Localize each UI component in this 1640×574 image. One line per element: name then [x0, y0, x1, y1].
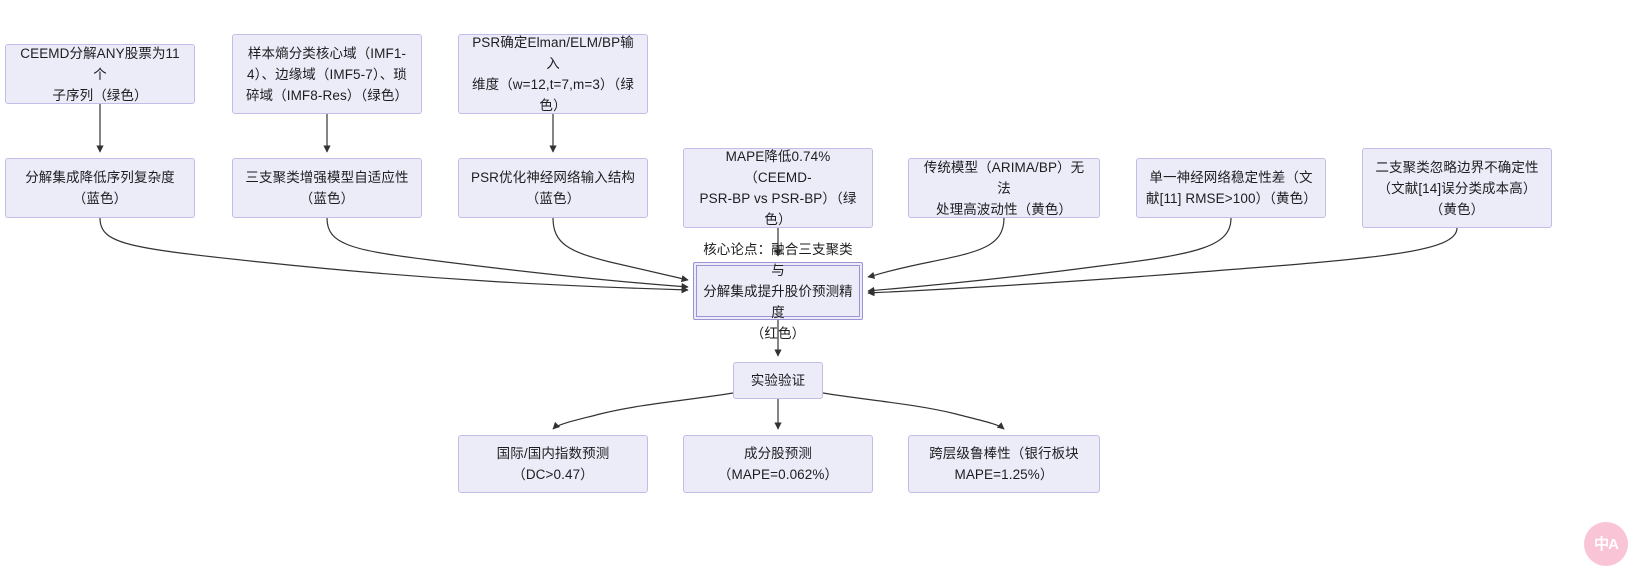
edge-mid5-core	[867, 217, 1005, 279]
node-label: PSR确定Elman/ELM/BP输入 维度（w=12,t=7,m=3）（绿 色…	[472, 35, 634, 113]
node-three-way-clustering-adaptivity[interactable]: 三支聚类增强模型自适应性 （蓝色）	[232, 158, 422, 218]
node-psr-optimizes-network-input[interactable]: PSR优化神经网络输入结构 （蓝色）	[458, 158, 648, 218]
node-label: MAPE降低0.74%（CEEMD- PSR-BP vs PSR-BP）（绿 色…	[699, 149, 857, 227]
node-decomposition-reduces-complexity[interactable]: 分解集成降低序列复杂度 （蓝色）	[5, 158, 195, 218]
node-cross-level-robustness-result[interactable]: 跨层级鲁棒性（银行板块 MAPE=1.25%）	[908, 435, 1100, 493]
node-label: 三支聚类增强模型自适应性 （蓝色）	[245, 170, 409, 206]
node-label: 单一神经网络稳定性差（文 献[11] RMSE>100）（黄色）	[1146, 170, 1317, 206]
edge-mid1-core	[99, 217, 689, 294]
node-label: 样本熵分类核心域（IMF1- 4）、边缘域（IMF5-7）、琐 碎域（IMF8-…	[245, 45, 409, 103]
node-label: 传统模型（ARIMA/BP）无法 处理高波动性（黄色）	[923, 159, 1085, 217]
node-constituent-stock-result[interactable]: 成分股预测 （MAPE=0.062%）	[683, 435, 873, 493]
edge-mid7-core	[867, 227, 1458, 297]
node-psr-input-dimension[interactable]: PSR确定Elman/ELM/BP输入 维度（w=12,t=7,m=3）（绿 色…	[458, 34, 648, 114]
node-single-network-instability[interactable]: 单一神经网络稳定性差（文 献[11] RMSE>100）（黄色）	[1136, 158, 1326, 218]
node-ceemd-decomposition[interactable]: CEEMD分解ANY股票为11个 子序列（绿色）	[5, 44, 195, 104]
node-traditional-model-limitation[interactable]: 传统模型（ARIMA/BP）无法 处理高波动性（黄色）	[908, 158, 1100, 218]
watermark-badge: 中A	[1584, 522, 1628, 566]
node-core-claim[interactable]: 核心论点：融合三支聚类与 分解集成提升股价预测精度 （红色）	[693, 242, 863, 341]
node-two-way-clustering-boundary[interactable]: 二支聚类忽略边界不确定性 （文献[14]误分类成本高） （黄色）	[1362, 148, 1552, 228]
edge-exp-res1	[552, 392, 734, 430]
node-label: 核心论点：融合三支聚类与 分解集成提升股价预测精度 （红色）	[703, 241, 853, 341]
edge-mid2-core	[326, 217, 689, 291]
node-index-prediction-result[interactable]: 国际/国内指数预测 （DC>0.47）	[458, 435, 648, 493]
watermark-text: 中A	[1594, 535, 1619, 553]
node-label: 跨层级鲁棒性（银行板块 MAPE=1.25%）	[929, 446, 1079, 482]
node-label: PSR优化神经网络输入结构 （蓝色）	[470, 170, 636, 206]
edge-exp-res3	[822, 392, 1005, 430]
node-label: 成分股预测 （MAPE=0.062%）	[717, 446, 839, 482]
node-experimental-verification[interactable]: 实验验证	[733, 362, 823, 399]
node-mape-reduction[interactable]: MAPE降低0.74%（CEEMD- PSR-BP vs PSR-BP）（绿 色…	[683, 148, 873, 228]
node-label: 分解集成降低序列复杂度 （蓝色）	[25, 170, 175, 206]
node-label: 国际/国内指数预测 （DC>0.47）	[496, 446, 610, 482]
node-label: 实验验证	[750, 373, 806, 388]
node-label: 二支聚类忽略边界不确定性 （文献[14]误分类成本高） （黄色）	[1375, 159, 1539, 217]
node-label: CEEMD分解ANY股票为11个 子序列（绿色）	[20, 45, 180, 103]
edge-mid3-core	[552, 217, 689, 283]
edge-mid6-core	[867, 217, 1232, 294]
node-sample-entropy-domains[interactable]: 样本熵分类核心域（IMF1- 4）、边缘域（IMF5-7）、琐 碎域（IMF8-…	[232, 34, 422, 114]
